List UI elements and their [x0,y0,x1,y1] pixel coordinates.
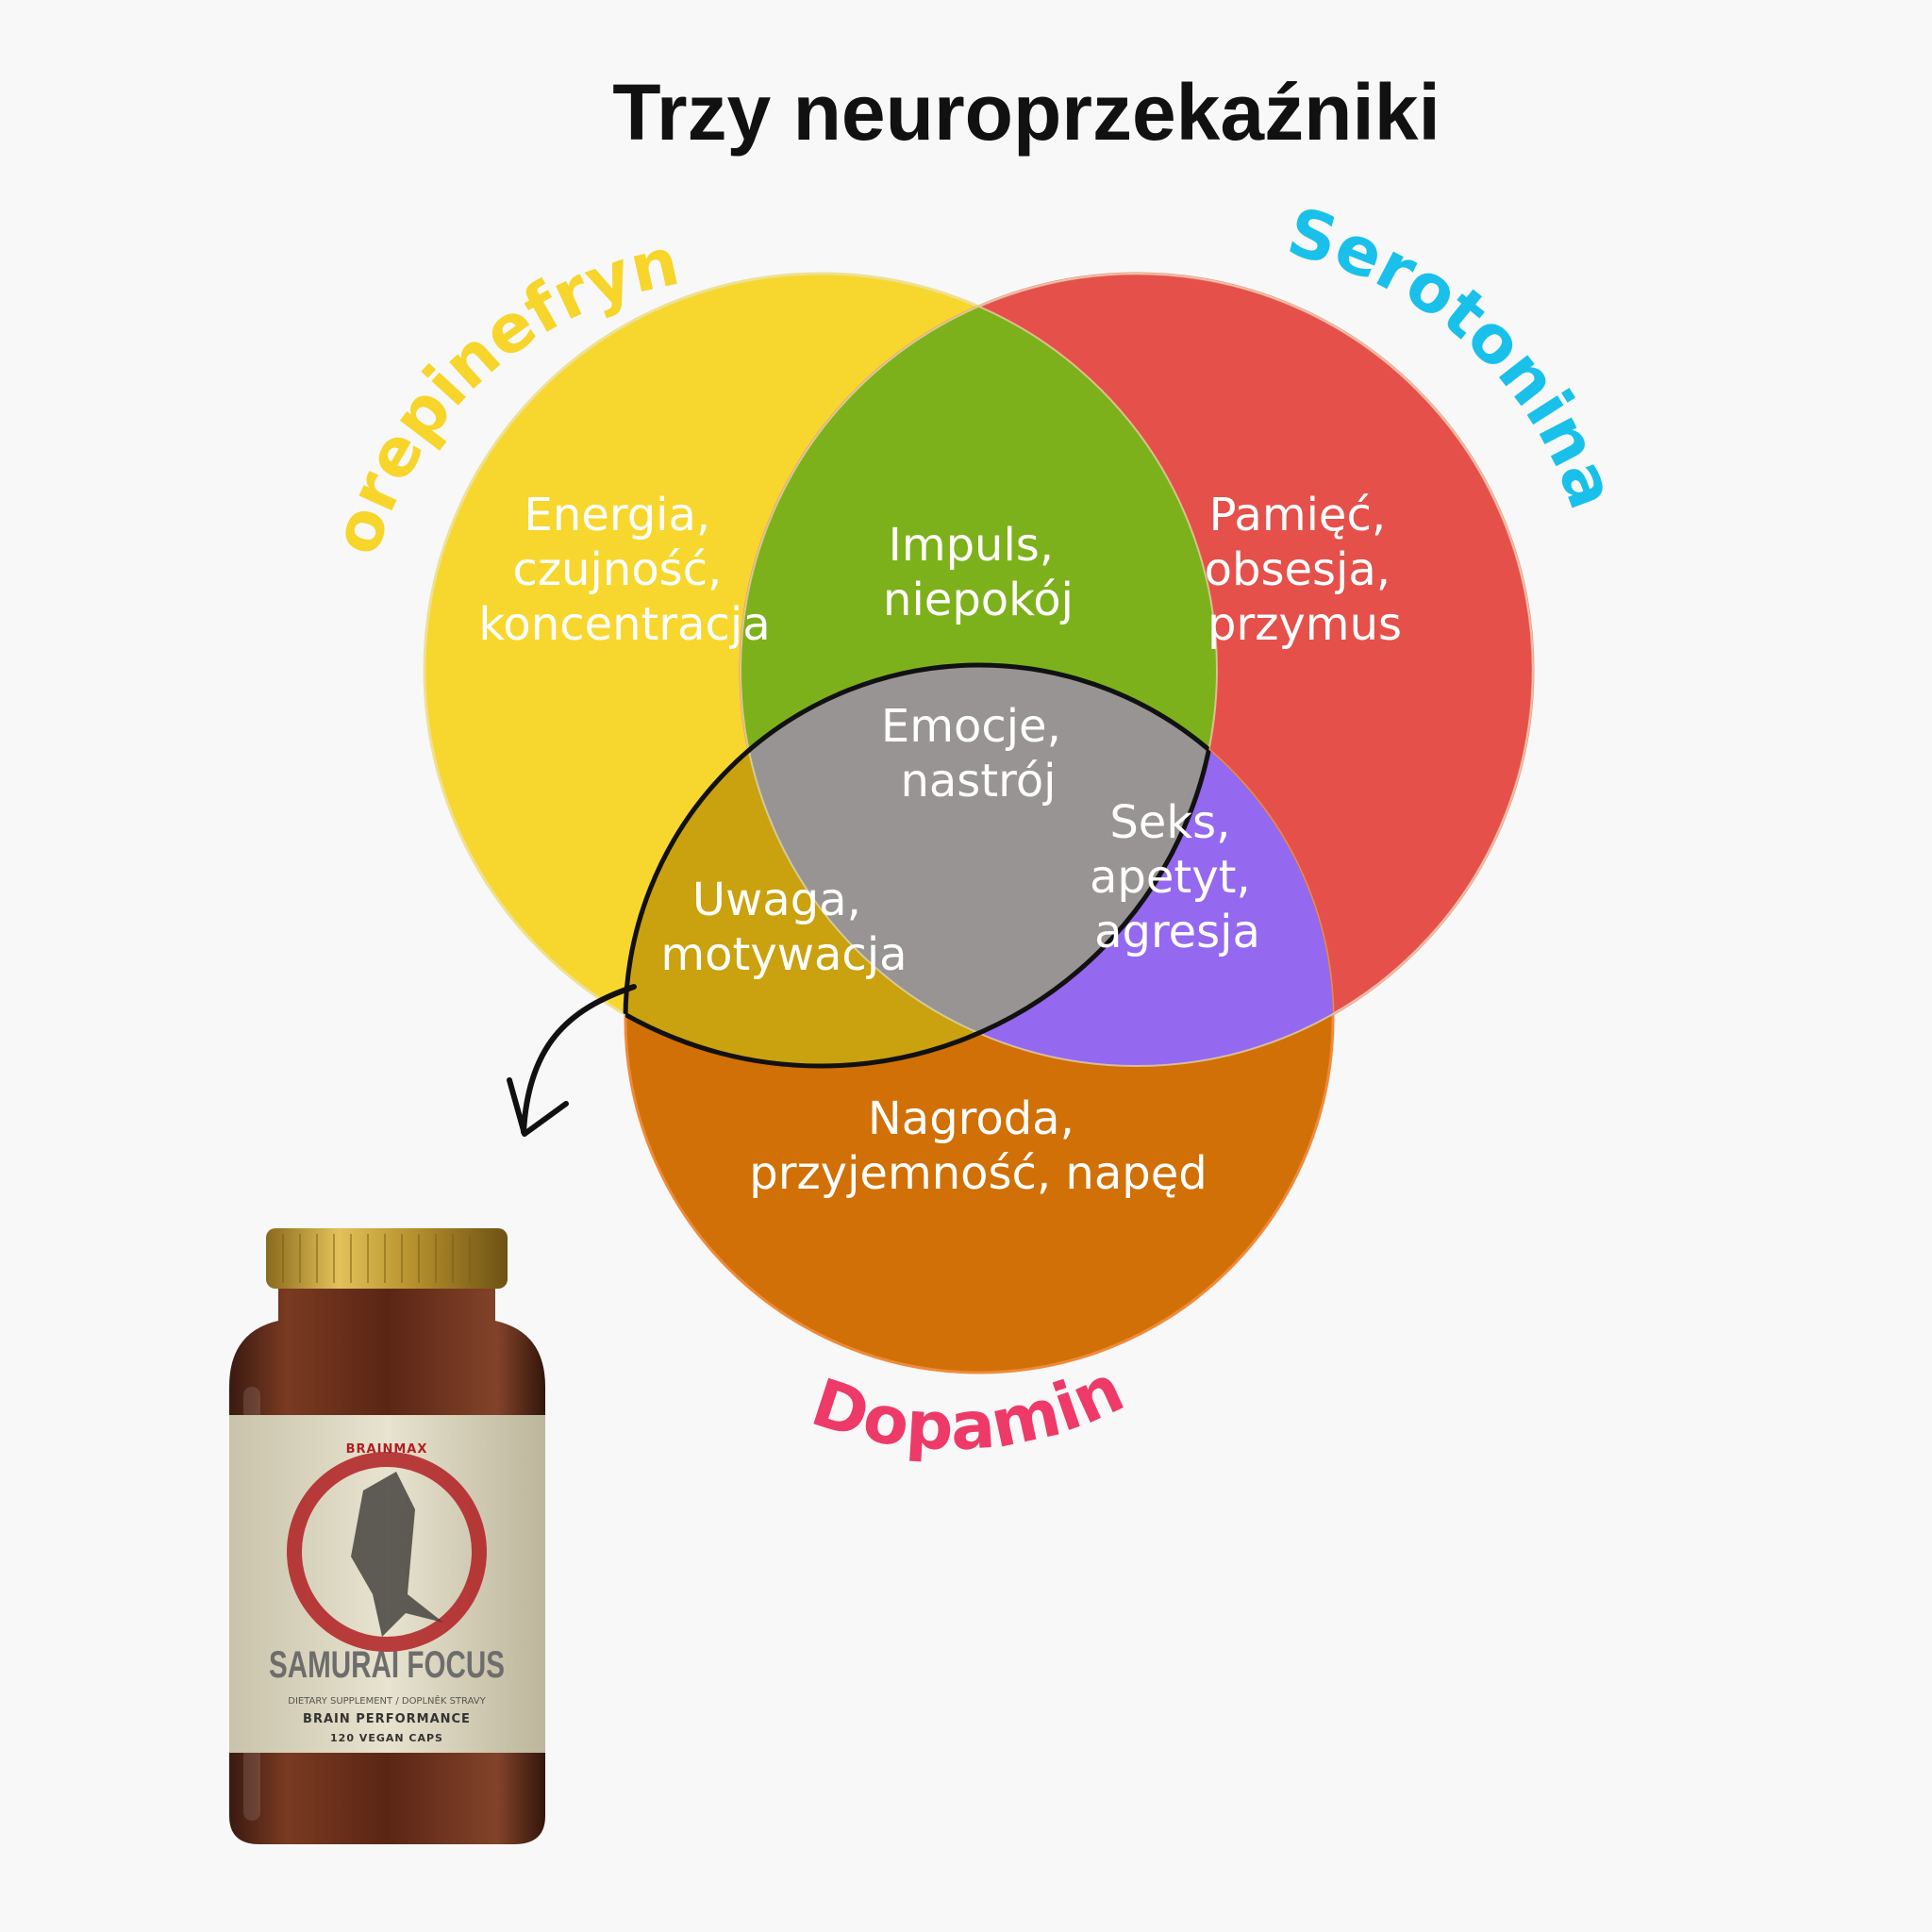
serotonin-dopamine-text: Seks, apetyt, agresja [1090,796,1265,958]
arrow-curve [521,984,637,1135]
product-bottle: BRAINMAX SAMURAI FOCUS DIETARY SUPPLEMEN… [229,1228,545,1844]
page-title: Trzy neuroprzekaźniki [612,68,1441,157]
product-category: BRAIN PERFORMANCE [303,1712,471,1726]
center-text: Emocje, nastrój [881,700,1075,808]
arrow-head-icon [507,1077,569,1137]
product-name: SAMURAI FOCUS [269,1644,505,1686]
product-brand: BRAINMAX [346,1442,428,1457]
norepinephrine-serotonin-text: Impuls, niepokój [883,519,1074,626]
product-count: 120 VEGAN CAPS [330,1732,443,1744]
norepinephrine-dopamine-text: Uwaga, motywacja [660,874,907,981]
serotonin-only-text: Pamięć, obsesja, przymus [1205,489,1406,651]
center-region [741,665,1217,1066]
dopamine-only-text: Nagroda, przyjemność, napęd [749,1092,1207,1200]
product-subtitle: DIETARY SUPPLEMENT / DOPLNĚK STRAVY [288,1694,486,1707]
norepinephrine-only-text: Energia, czujność, koncentracja [478,489,770,651]
